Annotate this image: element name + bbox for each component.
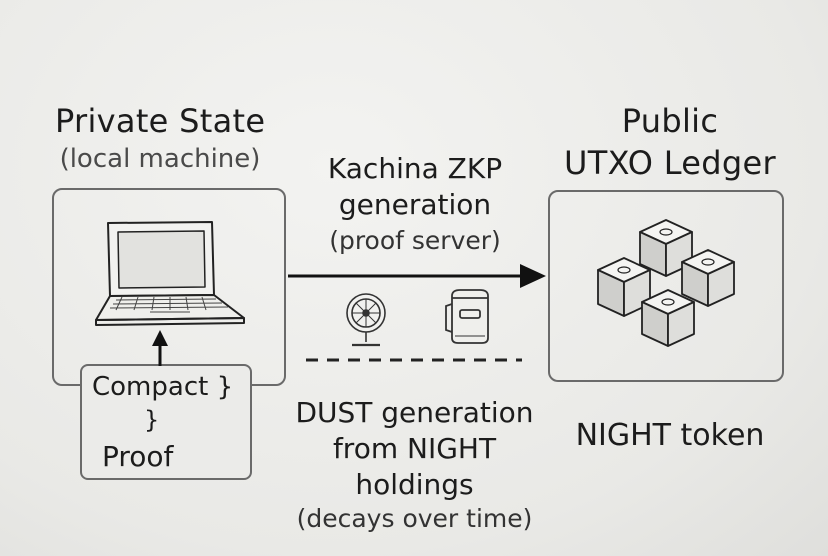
compact-label: Compact } (92, 372, 234, 402)
public-ledger-box (548, 190, 784, 382)
brace-label: } (144, 406, 160, 434)
from-night-label: from NIGHT (332, 432, 497, 465)
arrow-right-icon (288, 264, 546, 288)
public-ledger-title-line1: Public (621, 102, 719, 140)
laptop-icon (95, 221, 245, 326)
proof-server-label: (proof server) (329, 226, 501, 255)
fan-icon (346, 293, 386, 347)
dust-generation-label: DUST generation (295, 396, 534, 429)
mug-icon (445, 289, 489, 344)
arrow-up-icon (152, 330, 168, 366)
generation-label: generation (338, 188, 492, 221)
proof-label: Proof (102, 440, 174, 473)
night-token-label: NIGHT token (575, 418, 765, 453)
kachina-zkp-label: Kachina ZKP (327, 152, 503, 185)
private-state-subtitle: (local machine) (59, 144, 261, 174)
holdings-label: holdings (355, 468, 474, 501)
utxo-cubes-icon (597, 219, 735, 347)
private-state-title: Private State (55, 102, 266, 140)
compact-proof-box (80, 364, 252, 480)
public-ledger-title-line2: UTXO Ledger (564, 144, 776, 182)
decays-over-time-label: (decays over time) (296, 504, 533, 533)
